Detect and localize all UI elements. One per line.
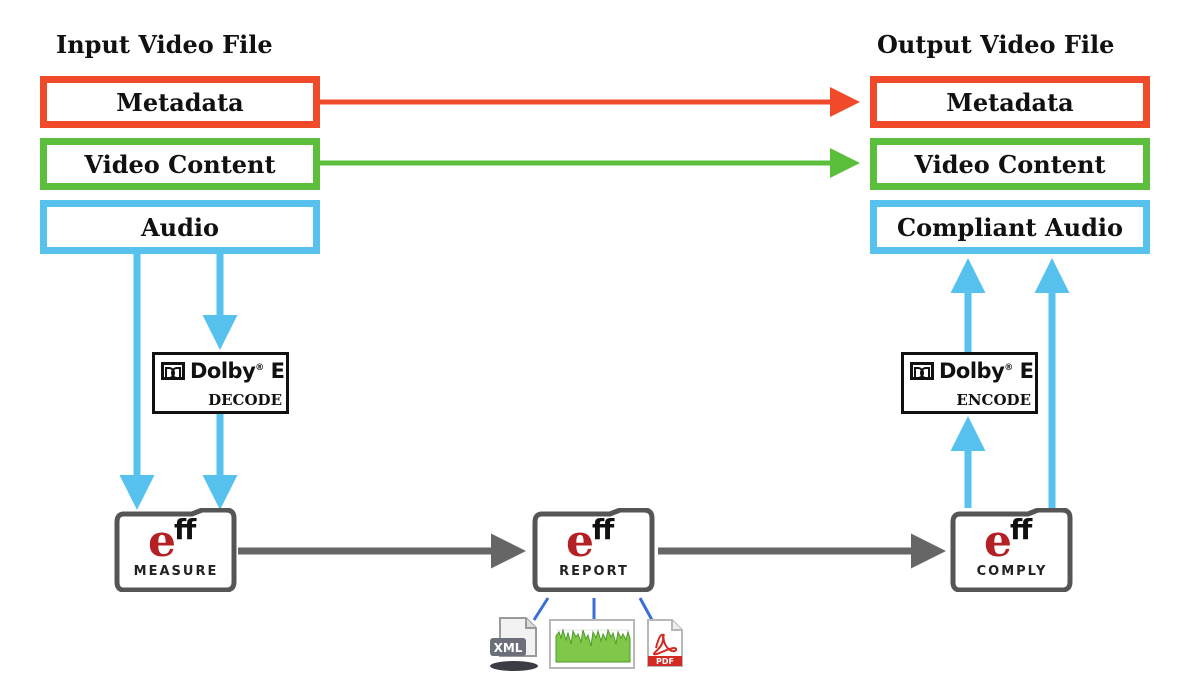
eff-e-letter: e [984,516,1012,567]
input-video-box: Video Content [40,138,320,190]
pdf-label: PDF [656,657,674,666]
eff-ff-letters: ff [592,513,614,546]
output-audio-box: Compliant Audio [870,200,1150,254]
report-xml-link [532,597,550,621]
eff-folder-icon [114,508,237,592]
loudness-graph-icon [549,619,635,669]
output-video-label: Video Content [914,149,1106,179]
eff-folder-icon [532,508,655,592]
output-video-box: Video Content [870,138,1150,190]
dolby-decode-brand: Dolby [190,359,256,383]
measure-label: MEASURE [133,564,219,579]
dolby-encode-block: Dolby® E ENCODE [901,352,1038,414]
input-metadata-label: Metadata [116,87,244,117]
input-heading: Input Video File [56,30,273,59]
pdf-file-icon: PDF [647,619,683,667]
input-audio-label: Audio [141,212,219,242]
eff-folder-icon [950,508,1073,592]
output-metadata-label: Metadata [946,87,1074,117]
input-audio-box: Audio [40,200,320,254]
dolby-decode-block: Dolby® E DECODE [152,352,289,414]
input-metadata-box: Metadata [40,76,320,128]
xml-label: XML [494,641,523,655]
output-heading: Output Video File [877,30,1115,59]
eff-comply-module: e ff COMPLY [950,508,1074,592]
dolby-decode-label: DECODE [208,391,282,409]
xml-file-icon: XML [490,617,538,671]
dolby-encode-label: ENCODE [956,391,1031,409]
eff-e-letter: e [148,516,176,567]
dolby-encode-mark: E [1019,359,1034,383]
report-pdf-link [638,597,654,621]
eff-ff-letters: ff [1010,513,1032,546]
dolby-decode-mark: E [270,359,285,383]
eff-measure-module: e ff MEASURE [114,508,238,592]
eff-report-module: e ff REPORT [532,508,656,592]
dolby-decode-logo: Dolby® E [161,359,285,383]
eff-e-letter: e [566,516,594,567]
input-video-label: Video Content [84,149,276,179]
output-audio-label: Compliant Audio [897,212,1123,242]
dolby-encode-logo: Dolby® E [910,359,1034,383]
output-metadata-box: Metadata [870,76,1150,128]
report-label: REPORT [559,564,629,579]
dolby-double-d-icon [910,362,934,380]
dolby-encode-brand: Dolby [939,359,1005,383]
dolby-double-d-icon [161,362,185,380]
eff-ff-letters: ff [174,513,196,546]
comply-label: COMPLY [976,564,1048,579]
